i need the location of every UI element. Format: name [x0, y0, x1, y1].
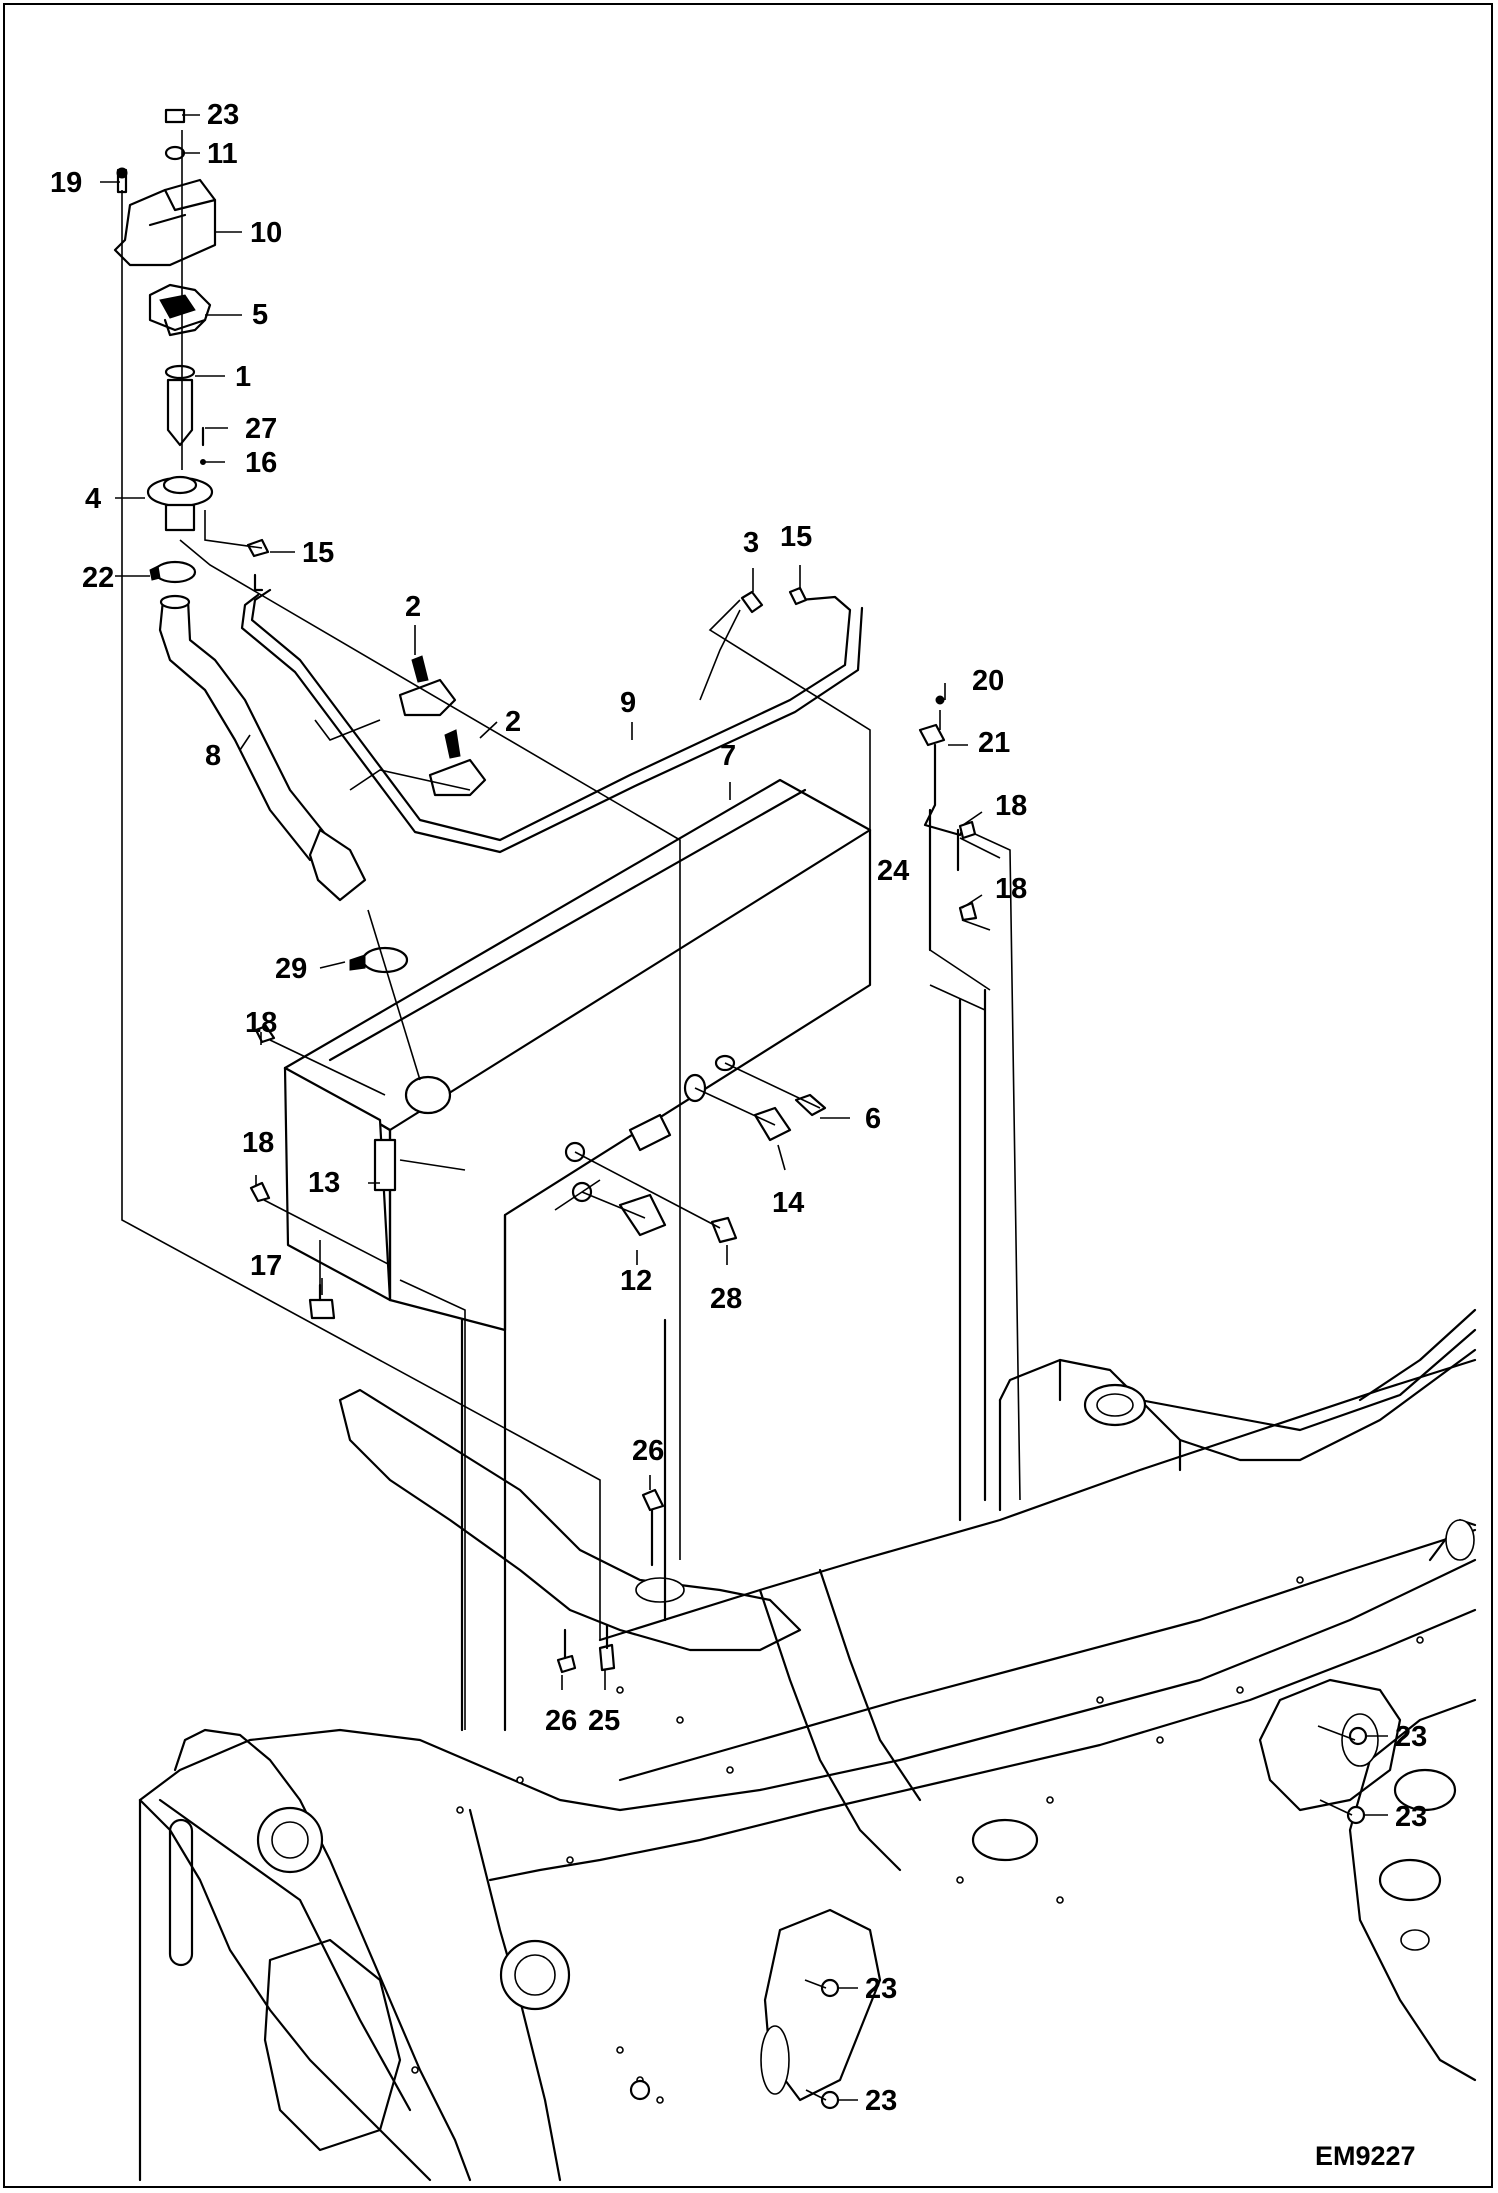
drain-plug — [308, 1298, 336, 1320]
callout-14: 14 — [772, 1187, 804, 1219]
callout-23: 23 — [207, 99, 239, 131]
drawing-border — [3, 3, 1493, 2188]
callout-18-left-lower: 18 — [242, 1127, 274, 1159]
callout-2-lower: 2 — [505, 706, 521, 738]
callout-18-middle: 18 — [995, 873, 1027, 905]
callout-21: 21 — [978, 727, 1010, 759]
callout-9: 9 — [620, 687, 636, 719]
callout-4: 4 — [85, 483, 101, 515]
callout-23-right-lower: 23 — [1395, 1801, 1427, 1833]
hose-clips — [398, 655, 487, 797]
fuel-tank — [283, 778, 987, 1732]
callout-7: 7 — [720, 740, 736, 772]
callout-18-left-upper: 18 — [245, 1007, 277, 1039]
callout-8: 8 — [205, 740, 221, 772]
callout-16: 16 — [245, 447, 277, 479]
filler-assembly — [113, 108, 409, 974]
callout-27: 27 — [245, 413, 277, 445]
upperstructure-frame — [138, 1308, 1477, 2182]
callout-19: 19 — [50, 167, 82, 199]
vent-hose — [250, 588, 852, 842]
callout-23-center-lower: 23 — [865, 2085, 897, 2117]
callout-28: 28 — [710, 1283, 742, 1315]
callout-15-upper: 15 — [780, 521, 812, 553]
callout-2: 2 — [405, 591, 421, 623]
callout-15: 15 — [302, 537, 334, 569]
vent-bracket-hardware — [918, 695, 978, 952]
frame-bolts-23 — [820, 1726, 1368, 2110]
callout-1: 1 — [235, 361, 251, 393]
breather-fitting — [740, 590, 764, 614]
callout-23-right-upper: 23 — [1395, 1721, 1427, 1753]
callout-23-center-upper: 23 — [865, 1973, 897, 2005]
callout-18-upper: 18 — [995, 790, 1027, 822]
callout-5: 5 — [252, 299, 268, 331]
bolts-18 — [249, 1024, 276, 1203]
mount-hardware — [556, 1488, 665, 1674]
assembly-lines — [121, 130, 1356, 2101]
callout-10: 10 — [250, 217, 282, 249]
callout-13: 13 — [308, 1167, 340, 1199]
callout-17: 17 — [250, 1250, 282, 1282]
callout-24: 24 — [877, 855, 909, 887]
callout-20: 20 — [972, 665, 1004, 697]
callout-22: 22 — [82, 562, 114, 594]
drawing-code: EM9227 — [1315, 2141, 1416, 2171]
frame-holes — [411, 1576, 1424, 2104]
tank-end-plate — [283, 1066, 392, 1302]
callout-26-lower: 26 — [545, 1705, 577, 1737]
callout-29: 29 — [275, 953, 307, 985]
callout-3: 3 — [743, 527, 759, 559]
callout-labels: 23 11 19 10 5 1 27 16 4 15 22 3 15 2 2 9… — [50, 99, 1427, 2117]
callout-12: 12 — [620, 1265, 652, 1297]
callout-6: 6 — [865, 1103, 881, 1135]
callout-25: 25 — [588, 1705, 620, 1737]
callout-11: 11 — [207, 138, 238, 170]
fuel-gauge — [373, 1138, 397, 1192]
callout-26-upper: 26 — [632, 1435, 664, 1467]
